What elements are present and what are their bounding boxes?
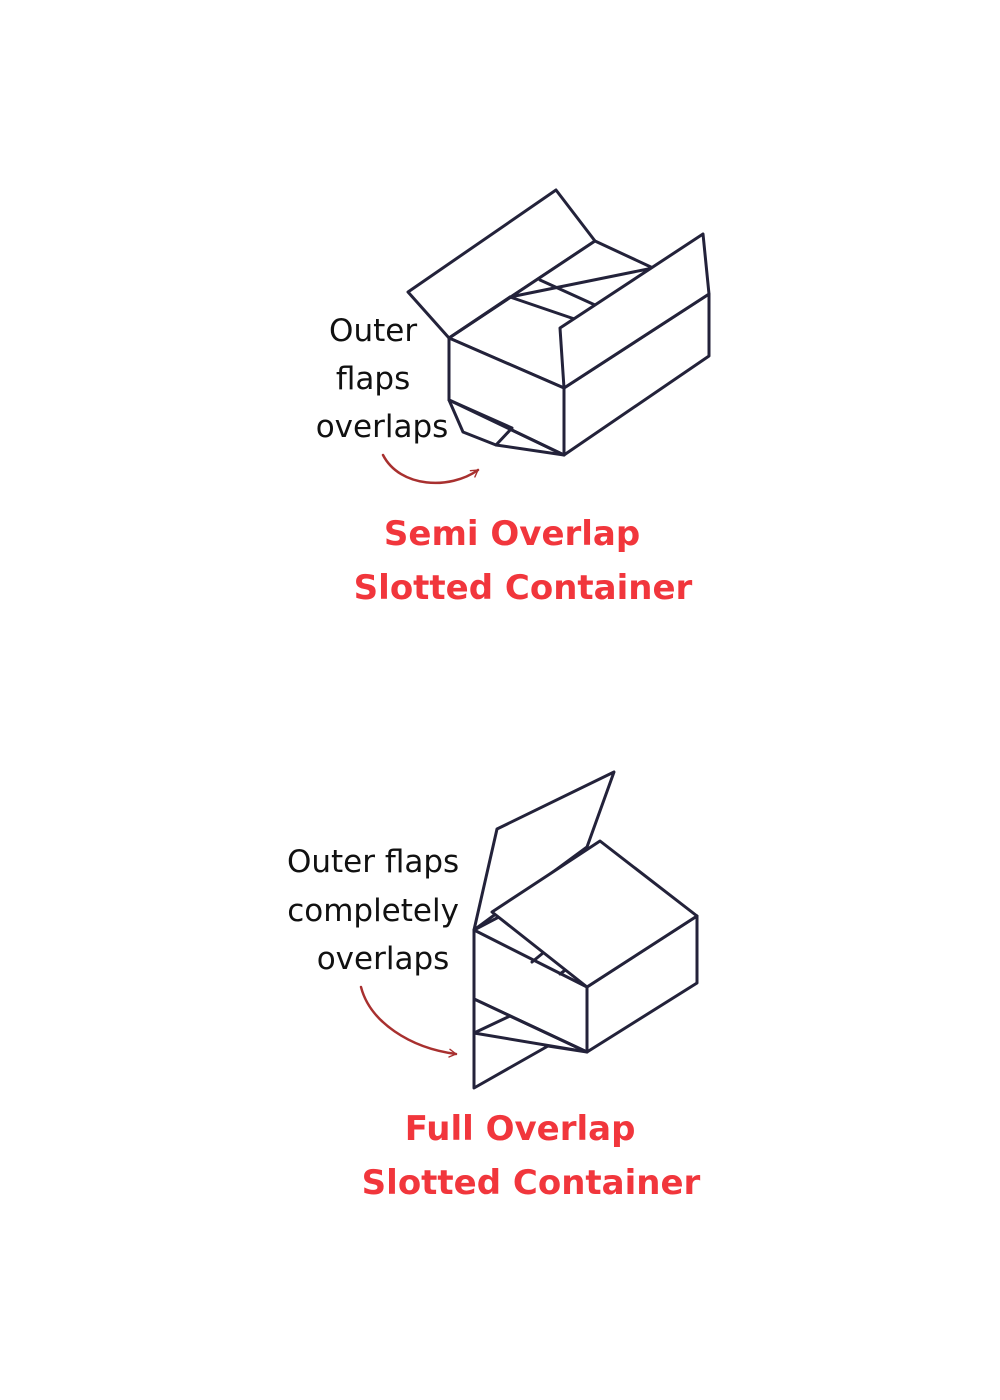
full-inner-fold-1 [530,951,545,964]
full-title-line-1: Full Overlap [405,1109,636,1149]
semi-bottom-edge-2 [447,398,566,457]
full-title-line-2: Slotted Container [362,1163,701,1203]
semi-title-line-1: Semi Overlap [384,514,640,554]
semi-inner-fold-2 [538,278,597,307]
full-bottom-overlap-flap-2 [472,1031,589,1090]
full-top-outer-flap [490,839,699,989]
semi-bottom-edge [494,443,566,457]
semi-overlap-title: Semi Overlap Slotted Container [354,514,693,608]
full-bottom-overlap-flap-1 [472,997,589,1054]
full-overlap-note: Outer flaps completely overlaps [287,844,469,977]
semi-title-line-2: Slotted Container [354,568,693,608]
full-note-line-2: completely [287,893,459,929]
semi-overlap-box-illustration [406,188,711,457]
full-overlap-arrow [359,985,458,1058]
full-note-line-3: overlaps [317,941,450,977]
semi-note-line-1: Outer [329,313,417,349]
semi-front-face [447,336,566,457]
semi-overlap-arrow [381,453,480,485]
semi-note-line-3: overlaps [316,409,449,445]
semi-right-outer-flap [558,232,711,390]
semi-note-line-2: flaps [336,361,410,397]
full-overlap-box-illustration [472,770,699,1090]
full-note-line-1: Outer flaps [287,844,459,880]
semi-overlap-note: Outer flaps overlaps [316,313,449,445]
full-overlap-title: Full Overlap Slotted Container [362,1109,701,1203]
